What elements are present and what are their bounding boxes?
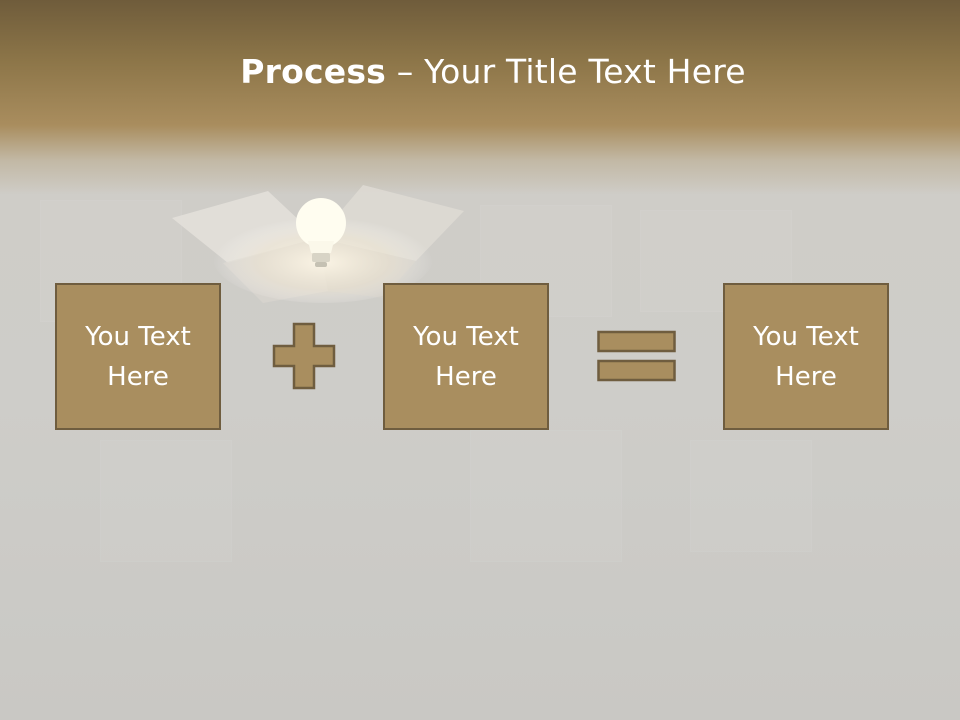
background-box-shape (100, 440, 232, 562)
background-box-shape (470, 430, 622, 562)
background-box-shape (690, 440, 812, 552)
plus-icon (272, 322, 336, 390)
process-box-1-text: You Text Here (85, 321, 191, 392)
process-box-3-text: You Text Here (753, 321, 859, 392)
open-box-lightbulb-illustration (168, 183, 468, 313)
slide-title[interactable]: Process – Your Title Text Here (0, 52, 960, 91)
process-box-2-text: You Text Here (413, 321, 519, 392)
lightbulb-icon (296, 198, 346, 267)
equals-icon (597, 330, 677, 384)
title-bold: Process (240, 52, 387, 91)
process-box-3[interactable]: You Text Here (723, 283, 889, 430)
process-box-1[interactable]: You Text Here (55, 283, 221, 430)
title-rest: – Your Title Text Here (386, 52, 746, 91)
process-box-2[interactable]: You Text Here (383, 283, 549, 430)
